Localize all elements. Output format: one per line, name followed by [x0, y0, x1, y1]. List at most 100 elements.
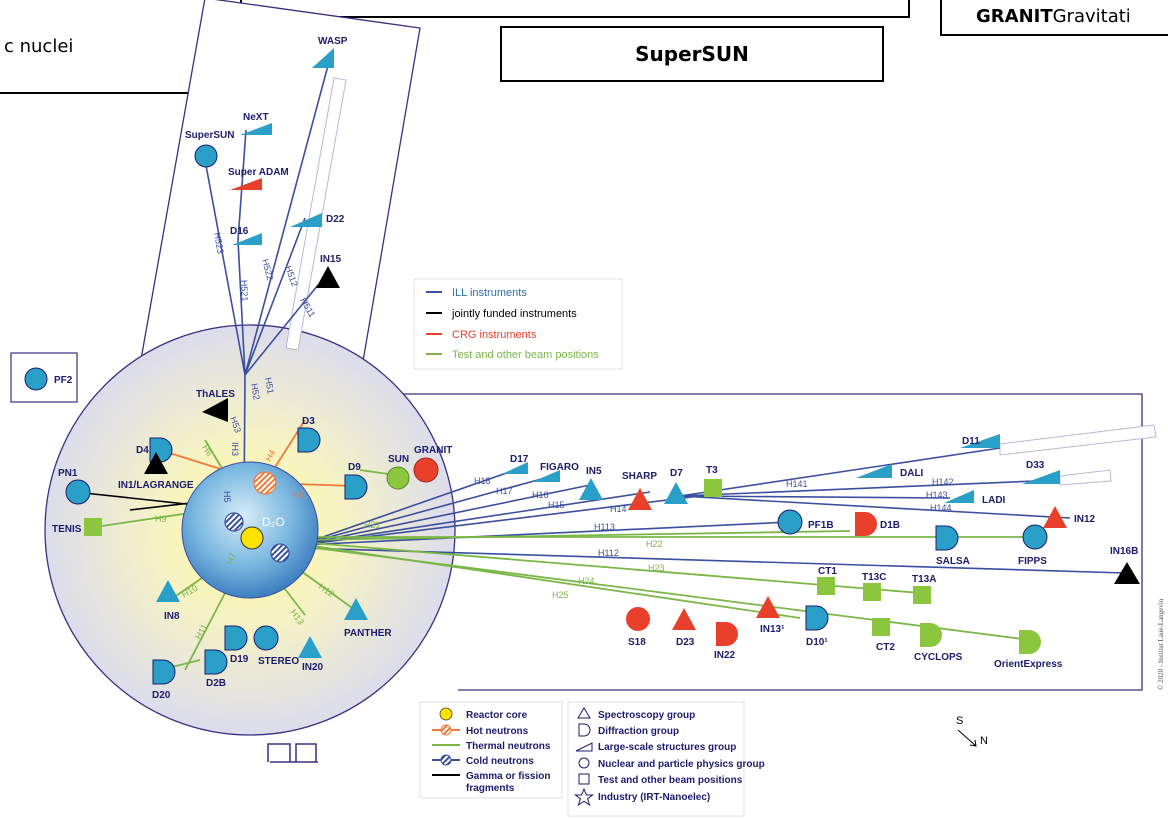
legend-nuclear-icon [578, 757, 590, 769]
label-d23: D23 [676, 637, 695, 648]
legend-diffraction: Diffraction group [598, 726, 679, 737]
label-d9: D9 [348, 462, 361, 473]
dali-icon [856, 464, 892, 478]
cold-source-horizontal [270, 543, 290, 563]
label-d2o: D₂O [262, 515, 285, 529]
legend-spectro-icon [577, 707, 591, 719]
beam-h113 [299, 521, 791, 546]
label-pf1b: PF1B [808, 520, 834, 531]
label-in1: IN1/LAGRANGE [118, 480, 194, 491]
label-h18: H18 [474, 476, 491, 486]
label-h17: H17 [496, 486, 513, 496]
label-h144: H144 [930, 503, 952, 513]
legend-industry: Industry (IRT-Nanoelec) [598, 792, 710, 803]
thales-icon [202, 398, 228, 422]
supersun-label-text: SuperSUN [635, 42, 749, 66]
d2b-icon [204, 649, 228, 675]
label-h21: H21 [364, 520, 381, 530]
d7-icon [664, 482, 688, 504]
supersun-label-box: SuperSUN [500, 26, 884, 82]
label-cyclops: CYCLOPS [914, 652, 963, 663]
label-d3: D3 [302, 416, 315, 427]
ladi-icon [944, 490, 974, 503]
label-h4: H4 [263, 448, 277, 463]
label-in22: IN22 [714, 650, 736, 661]
legend-test-icon [578, 773, 590, 785]
d33-icon [1022, 470, 1060, 484]
legend-thermal: Thermal neutrons [466, 741, 551, 752]
granit-label-text: Gravitati [1052, 5, 1131, 27]
beam-h512 [244, 217, 306, 376]
legend-cold: Cold neutrons [466, 756, 534, 767]
cold-source-vertical [224, 512, 244, 532]
tenis-icon [84, 518, 102, 536]
label-s18: S18 [628, 637, 646, 648]
label-figaro: FIGARO [540, 462, 579, 473]
in13-icon [756, 596, 780, 618]
beam-h522 [244, 57, 331, 376]
d16-icon [232, 233, 262, 245]
legend-hot-swatch [440, 724, 452, 736]
label-dali: DALI [900, 468, 924, 479]
label-in16b: IN16B [1110, 546, 1138, 557]
nuclei-label-text: c nuclei [4, 35, 74, 57]
label-d4: D4 [136, 445, 149, 456]
label-pn1: PN1 [58, 468, 78, 479]
ct2-icon [872, 618, 890, 636]
t3-icon [704, 479, 722, 497]
legend-spectro: Spectroscopy group [598, 710, 695, 721]
label-panther: PANTHER [344, 628, 392, 639]
legend-jointly: jointly funded instruments [451, 308, 577, 320]
superadam-icon [230, 178, 262, 190]
label-d33: D33 [1026, 460, 1045, 471]
d20-icon [152, 659, 176, 685]
pf2-icon [24, 367, 48, 391]
label-h112: H112 [598, 548, 619, 558]
beam-h23 [299, 541, 921, 594]
label-d20: D20 [152, 690, 171, 701]
label-in12: IN12 [1074, 514, 1096, 525]
label-h523: H523 [212, 232, 226, 255]
granit-label-box: GRANIT Gravitati [940, 0, 1168, 36]
guide-tube-ghost-north [285, 77, 347, 351]
in5-icon [579, 478, 603, 500]
beam-h17 [299, 477, 546, 546]
d9-icon [344, 474, 368, 500]
beam-h25 [299, 545, 1031, 641]
legend-ill: ILL instruments [452, 287, 527, 299]
in16b-icon [1114, 562, 1140, 584]
label-sharp: SHARP [622, 471, 657, 482]
in8-icon [156, 580, 180, 602]
stereo-icon [253, 625, 279, 651]
beam-h112 [299, 547, 1126, 574]
orientexpress-icon [1019, 630, 1041, 654]
label-ct2: CT2 [876, 642, 895, 653]
label-d10: D10¹ [806, 637, 828, 648]
legend-cold-swatch [440, 754, 452, 766]
in22-icon [716, 622, 738, 646]
d10-icon [805, 605, 829, 631]
legend-lines-box [413, 278, 623, 370]
label-h14: H14 [610, 504, 627, 514]
sun-icon [386, 466, 410, 490]
compass-n: N [980, 735, 988, 747]
label-in15: IN15 [320, 254, 342, 265]
figaro-icon [532, 470, 560, 482]
fipps-icon [1022, 524, 1048, 550]
legend-hot: Hot neutrons [466, 726, 529, 737]
label-in20: IN20 [302, 662, 324, 673]
d1b-icon [855, 512, 877, 536]
d3-icon [297, 427, 321, 453]
label-d2b: D2B [206, 678, 226, 689]
beam-h18 [299, 469, 516, 546]
legend-diffraction-icon [578, 723, 591, 737]
label-h141: H141 [786, 479, 808, 489]
d23-icon [672, 608, 696, 630]
label-d11: D11 [962, 436, 980, 447]
legend-gamma-2: fragments [466, 783, 515, 794]
label-h15: H15 [548, 500, 565, 510]
copyright: © 2020 - Institut Laue-Langevin [1157, 598, 1165, 690]
panther-icon [344, 598, 368, 620]
pn1-icon [65, 479, 91, 505]
